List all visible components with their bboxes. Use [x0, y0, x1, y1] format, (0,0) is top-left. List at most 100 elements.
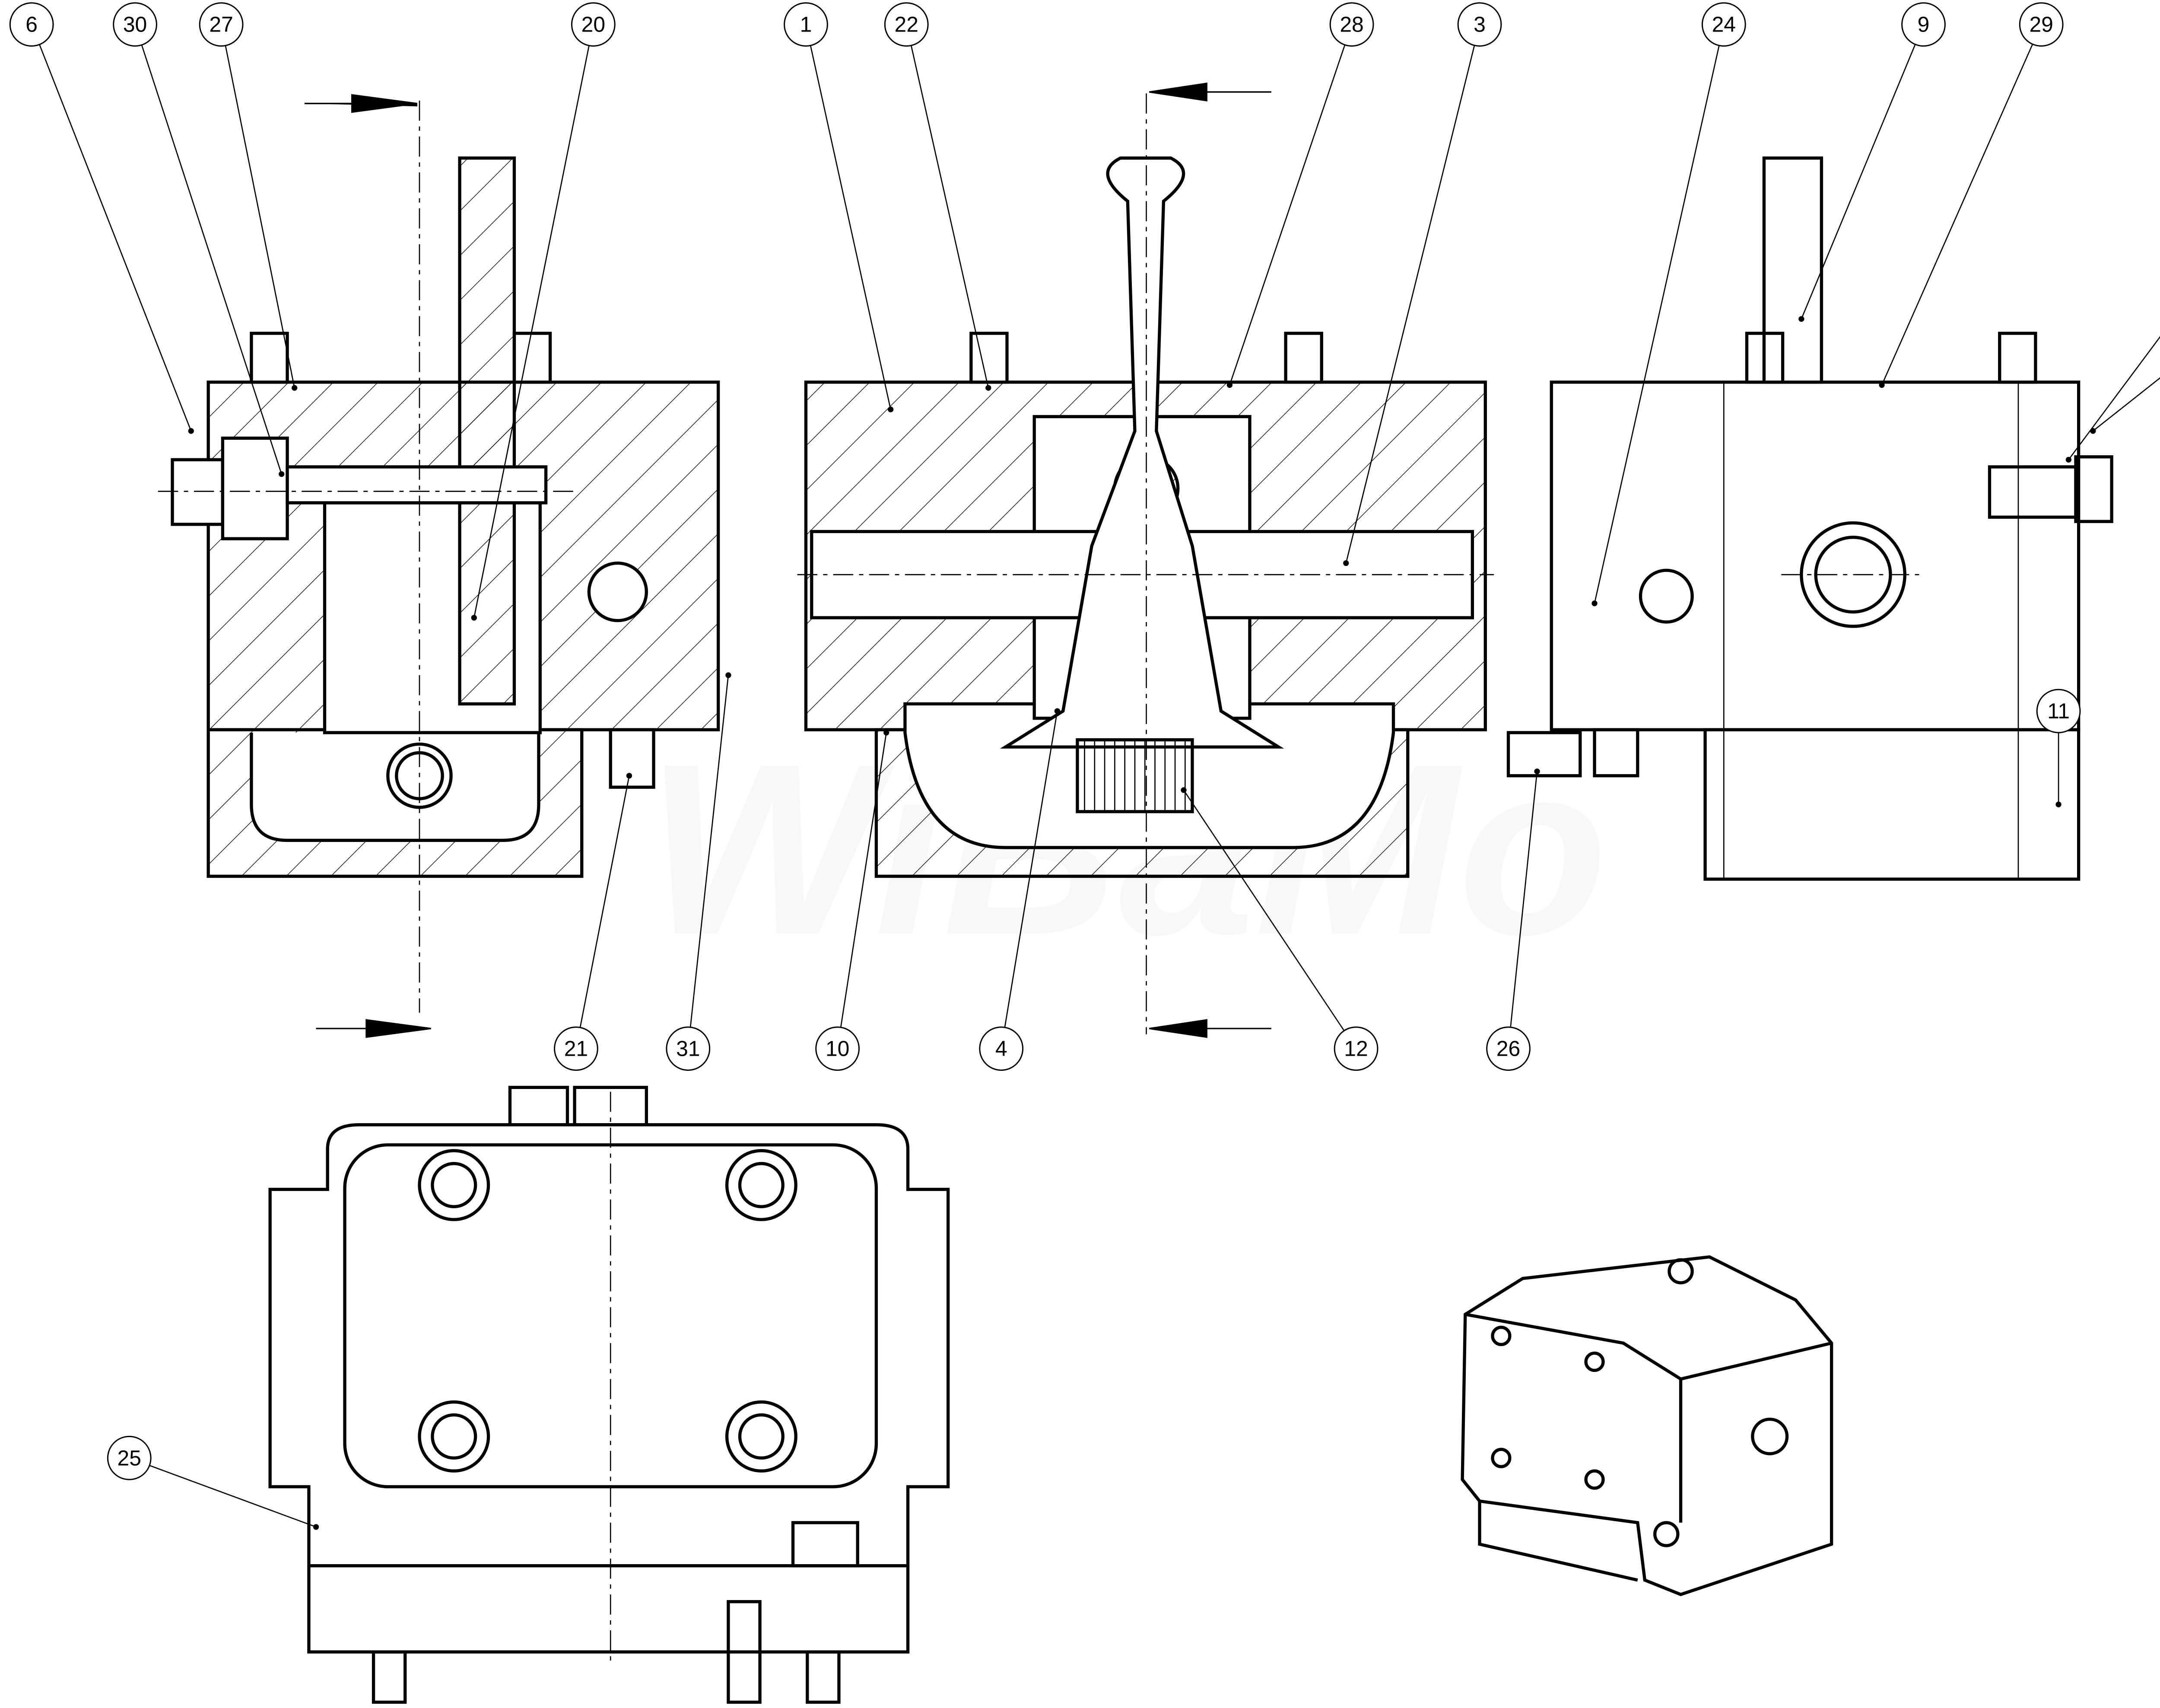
balloon-30: 30 [113, 2, 285, 477]
balloon-1: 1 [784, 2, 894, 413]
leader-line [1183, 790, 1345, 1031]
leader-line [1510, 771, 1538, 1028]
leader-dot [2065, 457, 2072, 463]
leader-line [141, 44, 283, 474]
leader-line [2093, 377, 2160, 432]
leader-dot [471, 615, 477, 621]
leader-dot [279, 471, 285, 477]
balloon-circle [884, 2, 929, 47]
leader-line [39, 44, 192, 432]
balloon-20: 20 [471, 2, 616, 621]
balloon-31: 31 [666, 672, 731, 1071]
leader-line [1345, 45, 1475, 563]
balloon-circle [784, 2, 828, 47]
leader-dot [1226, 382, 1233, 388]
balloon-29: 29 [1879, 2, 2064, 388]
balloon-circle [571, 2, 616, 47]
leader-dot [2055, 801, 2062, 807]
balloon-label: 24 [1712, 13, 1736, 37]
balloon-label: 4 [995, 1037, 1007, 1061]
left-section-view [158, 94, 720, 1038]
balloons: 6 30 27 20 1 22 28 3 24 9 29 823 11 21 31 10 4 12 26 25 [9, 2, 2160, 1530]
balloon-23: 23 [2090, 377, 2160, 434]
balloon-circle [2036, 689, 2081, 733]
leader-dot [1798, 316, 1804, 322]
balloon-label: 28 [1340, 13, 1363, 37]
balloon-21: 21 [554, 773, 632, 1071]
leader-line [840, 732, 887, 1028]
balloon-circle [1901, 2, 1946, 47]
balloon-label: 12 [1344, 1037, 1368, 1061]
leader-dot [188, 428, 194, 434]
balloon-12: 12 [1181, 787, 1379, 1071]
leader-dot [1054, 708, 1061, 714]
leader-line [473, 45, 590, 618]
isometric-view [1461, 1255, 1833, 1597]
leader-line [1594, 45, 1720, 604]
balloon-25: 25 [107, 1435, 319, 1530]
leader-line [579, 775, 630, 1028]
balloon-6: 6 [9, 2, 194, 434]
leader-line [1229, 44, 1346, 385]
balloon-circle [815, 1026, 860, 1071]
leader-line [1801, 44, 1916, 319]
leader-line [149, 1465, 317, 1528]
balloon-label: 30 [123, 13, 147, 37]
leader-dot [1534, 768, 1540, 775]
balloon-label: 10 [826, 1037, 849, 1061]
leader-line [810, 45, 891, 410]
balloon-label: 6 [25, 13, 38, 37]
balloon-circle [2019, 2, 2064, 47]
balloon-3: 3 [1343, 2, 1502, 566]
leader-dot [1181, 787, 1187, 793]
balloon-24: 24 [1591, 2, 1746, 606]
balloon-11: 11 [2036, 689, 2081, 807]
plan-view [268, 1086, 950, 1704]
balloon-28: 28 [1226, 2, 1374, 388]
balloon-circle [113, 2, 157, 47]
balloon-label: 20 [581, 13, 605, 37]
balloon-label: 29 [2029, 13, 2053, 37]
balloon-label: 3 [1474, 13, 1486, 37]
balloon-circle [199, 2, 244, 47]
leader-dot [292, 385, 298, 391]
leader-line [689, 675, 729, 1028]
balloon-8: 8 [2065, 336, 2160, 463]
balloon-circle [979, 1026, 1024, 1071]
leader-dot [1591, 600, 1598, 606]
leader-dot [626, 773, 632, 779]
balloon-label: 26 [1496, 1037, 1520, 1061]
balloon-label: 1 [800, 13, 812, 37]
leader-line [1881, 44, 2033, 385]
balloon-circle [1701, 2, 1746, 47]
leader-dot [1343, 560, 1349, 566]
balloon-circle [107, 1435, 152, 1480]
leader-dot [313, 1524, 319, 1530]
balloon-circle [1334, 1026, 1379, 1071]
leader-dot [1879, 382, 1885, 388]
balloon-26: 26 [1486, 768, 1540, 1071]
leader-dot [883, 730, 889, 736]
leader-line [910, 45, 989, 388]
leader-line [1004, 711, 1058, 1028]
balloon-circle [554, 1026, 598, 1071]
middle-section-view [797, 83, 1494, 1038]
balloon-label: 31 [676, 1037, 700, 1061]
balloon-label: 22 [895, 13, 918, 37]
balloon-circle [1329, 2, 1374, 47]
spring [1076, 738, 1194, 813]
leader-dot [725, 672, 731, 678]
leader-dot [2090, 428, 2096, 434]
balloon-circle [1486, 1026, 1531, 1071]
balloon-circle [9, 2, 54, 47]
balloon-27: 27 [199, 2, 298, 391]
balloon-label: 25 [118, 1446, 141, 1470]
balloon-4: 4 [979, 708, 1061, 1071]
leader-dot [888, 406, 894, 413]
balloon-circle [666, 1026, 711, 1071]
balloon-label: 9 [1918, 13, 1930, 37]
balloon-22: 22 [884, 2, 991, 391]
balloon-10: 10 [815, 730, 889, 1071]
balloon-label: 11 [2047, 699, 2070, 723]
